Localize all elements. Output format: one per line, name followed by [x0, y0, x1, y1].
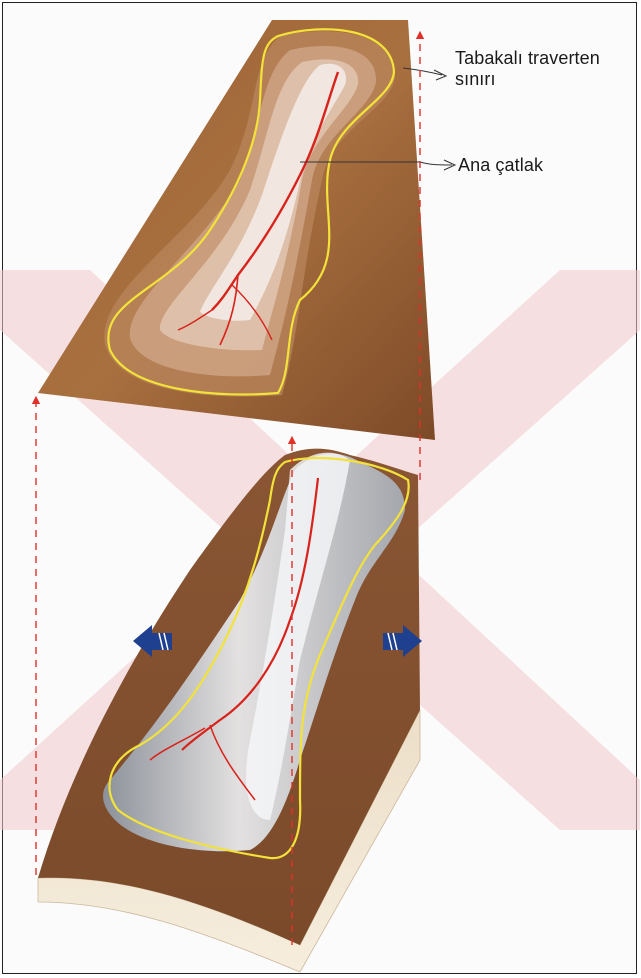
main-fissure-label: Ana çatlak — [458, 155, 543, 176]
traverten-label-line2: sınırı — [455, 69, 496, 89]
traverten-label-line1: Tabakalı traverten — [455, 48, 600, 68]
upper-plan-slab — [38, 20, 435, 440]
traverten-boundary-label: Tabakalı traverten sınırı — [455, 48, 635, 90]
